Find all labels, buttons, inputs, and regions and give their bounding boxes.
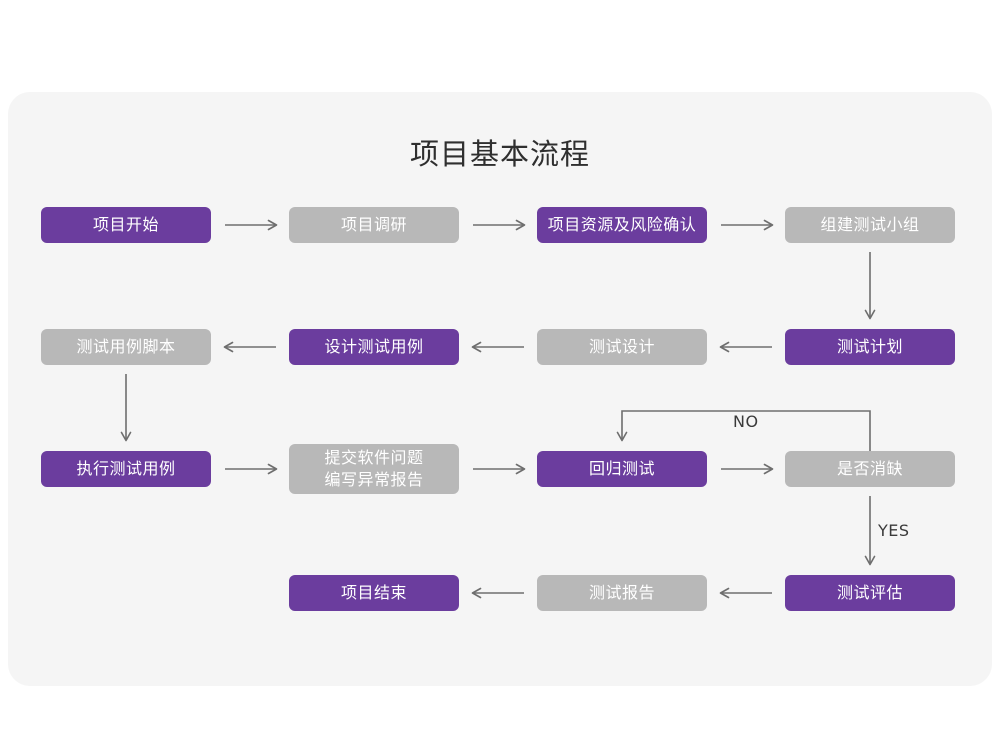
node-label: 组建测试小组: [820, 215, 920, 234]
node-test-evaluation[interactable]: 测试评估: [785, 575, 955, 611]
node-label: 测试评估: [836, 583, 903, 602]
node-label: 项目开始: [92, 215, 159, 234]
node-design-test-case[interactable]: 设计测试用例: [289, 329, 459, 365]
node-test-report[interactable]: 测试报告: [537, 575, 707, 611]
page-title: 项目基本流程: [409, 137, 590, 171]
node-label: 是否消缺: [836, 459, 903, 478]
edge-label-no: NO: [733, 412, 759, 431]
node-project-start[interactable]: 项目开始: [41, 207, 211, 243]
node-project-end[interactable]: 项目结束: [289, 575, 459, 611]
node-label: 执行测试用例: [76, 459, 176, 478]
node-label: 回归测试: [588, 459, 655, 478]
node-resource-risk-confirm[interactable]: 项目资源及风险确认: [537, 207, 707, 243]
node-test-case-script[interactable]: 测试用例脚本: [41, 329, 211, 365]
node-defect-resolved-decision[interactable]: 是否消缺: [785, 451, 955, 487]
node-execute-test-case[interactable]: 执行测试用例: [41, 451, 211, 487]
node-label: 测试设计: [588, 337, 655, 356]
edge-label-yes: YES: [878, 521, 910, 540]
node-project-research[interactable]: 项目调研: [289, 207, 459, 243]
node-test-design[interactable]: 测试设计: [537, 329, 707, 365]
node-label: 设计测试用例: [324, 337, 424, 356]
node-label: 测试报告: [588, 583, 655, 602]
node-label: 测试用例脚本: [76, 337, 176, 356]
node-label: 提交软件问题 编写异常报告: [324, 448, 424, 489]
node-submit-defect-report[interactable]: 提交软件问题 编写异常报告: [289, 444, 459, 494]
node-build-test-team[interactable]: 组建测试小组: [785, 207, 955, 243]
node-regression-test[interactable]: 回归测试: [537, 451, 707, 487]
node-label: 测试计划: [836, 337, 903, 356]
node-label: 项目结束: [340, 583, 407, 602]
node-label: 项目资源及风险确认: [547, 215, 697, 234]
node-label: 项目调研: [340, 215, 407, 234]
node-test-plan[interactable]: 测试计划: [785, 329, 955, 365]
